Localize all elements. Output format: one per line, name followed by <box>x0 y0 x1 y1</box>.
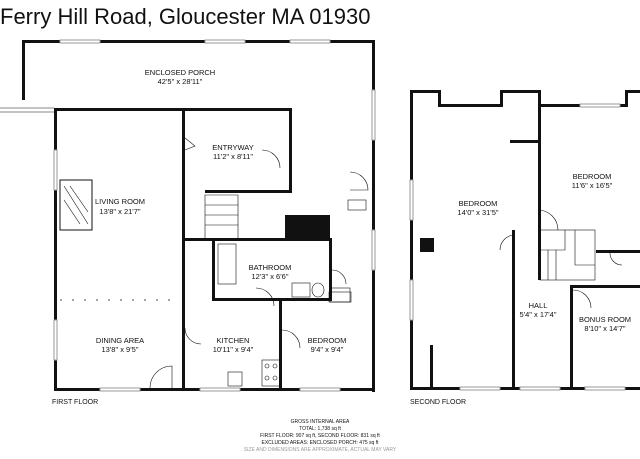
first-floor-plan <box>0 39 376 392</box>
area-total: TOTAL: 1,738 sq ft <box>299 426 341 432</box>
room-dims-kitchen: 10'11" x 9'4" <box>213 345 254 354</box>
room-name-dining-area: DINING AREA <box>96 336 144 345</box>
room-name-bedroom-second-1: BEDROOM <box>459 199 498 208</box>
room-dims-entryway: 11'2" x 8'11" <box>213 152 253 161</box>
room-dims-bonus-room: 8'10" x 14'7" <box>584 324 625 333</box>
room-dims-dining-area: 13'8" x 9'5" <box>102 345 139 354</box>
room-name-bonus-room: BONUS ROOM <box>579 315 631 324</box>
room-dims-bedroom-second-2: 11'6" x 16'5" <box>572 181 613 190</box>
room-name-kitchen: KITCHEN <box>217 336 250 345</box>
room-dims-bedroom-second-1: 14'0" x 31'5" <box>457 208 498 217</box>
room-name-bathroom: BATHROOM <box>249 263 292 272</box>
room-name-enclosed-porch: ENCLOSED PORCH <box>145 68 215 77</box>
room-dims-hall: 5'4" x 17'4" <box>520 310 557 319</box>
room-dims-enclosed-porch: 42'5" x 28'11" <box>158 77 203 86</box>
floor-label-first: FIRST FLOOR <box>52 399 98 406</box>
page-title: Ferry Hill Road, Gloucester MA 01930 <box>0 4 371 29</box>
room-name-bedroom-second-2: BEDROOM <box>573 172 612 181</box>
room-dims-bedroom-first: 9'4" x 9'4" <box>311 345 344 354</box>
room-name-hall: HALL <box>529 301 548 310</box>
room-name-living-room: LIVING ROOM <box>95 197 145 206</box>
room-name-entryway: ENTRYWAY <box>212 143 254 152</box>
room-name-bedroom-first: BEDROOM <box>308 336 347 345</box>
area-excluded: EXCLUDED AREAS: ENCLOSED PORCH: 475 sq f… <box>262 440 380 446</box>
room-dims-living-room: 13'8" x 21'7" <box>99 207 140 216</box>
room-dims-bathroom: 12'3" x 6'6" <box>252 272 289 281</box>
second-floor-plan <box>409 90 640 391</box>
area-heading: GROSS INTERNAL AREA <box>291 419 350 425</box>
floor-label-second: SECOND FLOOR <box>410 399 466 406</box>
area-floors: FIRST FLOOR: 907 sq ft, SECOND FLOOR: 83… <box>260 433 380 439</box>
area-disclaimer: SIZE AND DIMENSIONS ARE APPROXIMATE, ACT… <box>244 447 397 453</box>
